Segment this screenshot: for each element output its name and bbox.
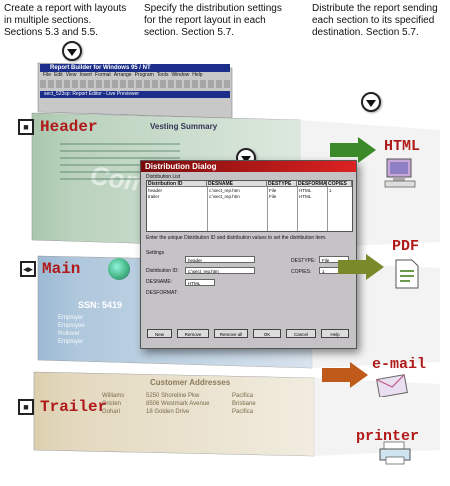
- main-rows: Employer Employee Rollover Employer: [58, 314, 85, 346]
- trailer-cell: Williams: [102, 393, 125, 399]
- dialog-prompt: Enter the unique Distribution ID and dis…: [146, 235, 327, 241]
- menu-file[interactable]: File: [43, 72, 52, 78]
- header-section-label: ■ Header: [18, 118, 98, 136]
- html-arrow: [330, 137, 376, 163]
- remove-button[interactable]: Remove: [177, 329, 209, 338]
- dialog-button-row: New Remove Remove all OK Cancel Help: [147, 329, 351, 338]
- settings-label: Settings: [146, 250, 165, 256]
- col-header: COPIES: [327, 181, 352, 187]
- distribution-id-field[interactable]: header: [185, 256, 255, 263]
- distribution-dialog: Distribution Dialog Distribution List Di…: [140, 160, 357, 349]
- distribution-list-table: Distribution ID DESNAME DESTYPE DESFORMA…: [146, 180, 353, 232]
- email-arrow: [322, 362, 368, 388]
- col-header: DESTYPE: [267, 181, 297, 187]
- trailer-cell: Gohari: [102, 409, 121, 415]
- trailer-row: Cristen 8506 Westmark Avenue Brisbane: [102, 400, 256, 408]
- trailer-cell: 8506 Westmark Avenue: [146, 401, 210, 407]
- menu-window[interactable]: Window: [171, 72, 190, 78]
- monitor-icon: [384, 158, 416, 188]
- app-window-title: Report Builder for Windows 95 / NT: [40, 64, 230, 72]
- trailer-table: Williams 5250 Shoreline Pkw Pacifica Cri…: [102, 392, 256, 416]
- document-icon: [395, 259, 419, 289]
- menu-edit[interactable]: Edit: [54, 72, 63, 78]
- header-label-text: Header: [40, 118, 98, 136]
- trailer-cell: 18 Golden Drive: [146, 409, 190, 415]
- desformat-label: DESFORMAT:: [146, 290, 178, 296]
- main-label-text: Main: [42, 260, 81, 278]
- envelope-icon: [376, 374, 408, 397]
- trailer-cell: Pacifica: [232, 409, 254, 415]
- caption-specify-distribution: Specify the distribution settings for th…: [144, 3, 282, 38]
- ok-button[interactable]: OK: [253, 329, 281, 338]
- desname-label: DESNAME:: [146, 279, 173, 285]
- help-button[interactable]: Help: [321, 329, 349, 338]
- printer-output-label: printer: [356, 428, 420, 445]
- pdf-output-label: PDF: [392, 238, 420, 255]
- printer-icon: [379, 441, 411, 465]
- main-ssn: SSN: 5419: [78, 300, 123, 310]
- main-row: Employer: [58, 339, 84, 345]
- trailer-row: Williams 5250 Shoreline Pkw Pacifica: [102, 392, 256, 400]
- down-arrow-icon: [361, 92, 381, 112]
- header-report-title: Vesting Summary: [150, 122, 218, 131]
- main-row: Employee: [58, 323, 85, 329]
- menu-tools[interactable]: Tools: [156, 72, 169, 78]
- desformat-select[interactable]: HTML: [185, 279, 215, 286]
- app-window: Report Builder for Windows 95 / NT File …: [40, 64, 230, 98]
- menu-arrange[interactable]: Arrange: [113, 72, 132, 78]
- trailer-cell: Cristen: [102, 401, 122, 407]
- dialog-list-label: Distribution List: [146, 174, 181, 180]
- trailer-title: Customer Addresses: [150, 378, 231, 387]
- col-header: Distribution ID: [147, 181, 207, 187]
- main-row: Rollover: [58, 331, 81, 337]
- menu-program[interactable]: Program: [134, 72, 154, 78]
- remove-all-button[interactable]: Remove all: [214, 329, 248, 338]
- destype-label: DESTYPE:: [291, 258, 316, 264]
- dialog-title: Distribution Dialog: [141, 161, 356, 172]
- trailer-cell: Pacifica: [232, 393, 254, 399]
- new-button[interactable]: New: [147, 329, 172, 338]
- world-map-icon: [108, 258, 130, 280]
- app-toolbar: [40, 80, 230, 88]
- trailer-cell: Brisbane: [232, 401, 256, 407]
- app-menu-bar: File Edit View Insert Format Arrange Pro…: [40, 72, 230, 79]
- trailer-section-label: ■ Trailer: [18, 398, 107, 416]
- caption-create-report: Create a report with layouts in multiple…: [4, 3, 127, 38]
- cancel-button[interactable]: Cancel: [286, 329, 316, 338]
- main-section-label: ◂▸ Main: [20, 260, 80, 278]
- editor-title: sect_523sp: Report Editor - Live Preview…: [40, 91, 230, 98]
- destype-select[interactable]: File: [319, 256, 349, 263]
- col-header: DESNAME: [207, 181, 267, 187]
- col-header: DESFORMAT: [297, 181, 330, 187]
- down-arrow-icon: [62, 41, 82, 61]
- trailer-row: Gohari 18 Golden Drive Pacifica: [102, 408, 256, 416]
- menu-view[interactable]: View: [65, 72, 77, 78]
- email-output-label: e-mail: [372, 356, 427, 373]
- menu-format[interactable]: Format: [94, 72, 111, 78]
- copies-label: COPIES:: [291, 269, 312, 275]
- table-grid: [147, 187, 352, 231]
- html-output-label: HTML: [384, 138, 421, 155]
- main-row: Employer: [58, 315, 84, 321]
- section-icon: ■: [18, 399, 34, 415]
- menu-help[interactable]: Help: [192, 72, 203, 78]
- menu-insert[interactable]: Insert: [79, 72, 92, 78]
- distribution-id-label: Distribution ID:: [146, 268, 179, 274]
- caption-distribute-report: Distribute the report sending each secti…: [312, 3, 438, 38]
- section-icon: ■: [18, 119, 34, 135]
- desname-field[interactable]: c:\sect_rep.htm: [185, 267, 255, 274]
- section-icon: ◂▸: [20, 261, 36, 277]
- trailer-cell: 5250 Shoreline Pkw: [146, 393, 200, 399]
- trailer-label-text: Trailer: [40, 398, 108, 416]
- pdf-arrow: [338, 254, 384, 280]
